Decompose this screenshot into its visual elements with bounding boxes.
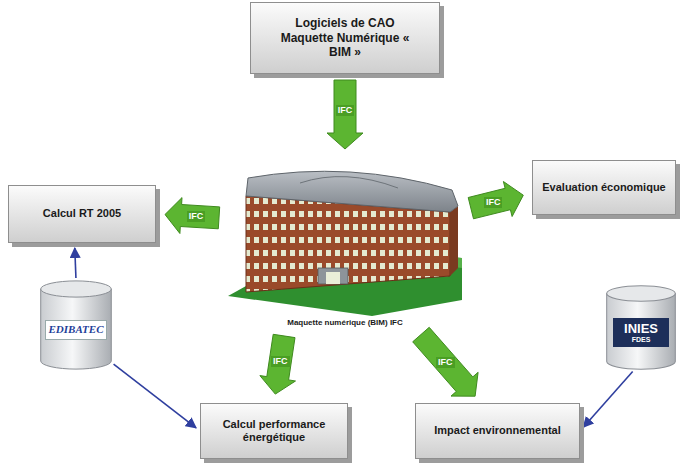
- database-cylinder: INIESFDES: [606, 285, 676, 370]
- source-box: Logiciels de CAO Maquette Numérique « BI…: [250, 2, 440, 74]
- process-box: Impact environnemental: [415, 403, 580, 459]
- ifc-block-arrow: [327, 80, 363, 149]
- entrance-door: [326, 272, 340, 284]
- building: [228, 171, 462, 316]
- arrow-label: IFC: [271, 356, 290, 367]
- box-title: Calcul performance énergétique: [208, 418, 340, 444]
- box-title: Impact environnemental: [430, 424, 565, 437]
- ifc-block-arrow: [468, 182, 523, 219]
- data-link-arrow: [114, 364, 196, 428]
- arrow-label: IFC: [336, 105, 355, 116]
- database-label: EDIBATEC: [45, 320, 106, 339]
- ifc-block-arrow: [413, 327, 478, 396]
- box-title: Calcul RT 2005: [39, 207, 125, 220]
- data-link-arrow: [75, 248, 76, 278]
- process-box: Calcul RT 2005: [8, 185, 156, 243]
- ifc-block-arrow: [165, 198, 220, 234]
- data-link-arrow: [583, 371, 632, 427]
- database-label: INIES: [613, 318, 669, 337]
- side-wall: [450, 206, 458, 276]
- process-box: Calcul performance énergétique: [200, 403, 348, 459]
- arrow-label: IFC: [484, 197, 503, 208]
- process-box: Evaluation économique: [532, 160, 676, 215]
- facade: [246, 196, 450, 292]
- model-node: Maquette numérique (BIM) IFC: [225, 158, 465, 330]
- model-caption: Maquette numérique (BIM) IFC: [287, 318, 403, 330]
- roof-line: [300, 177, 398, 188]
- database-sublabel: FDES: [613, 336, 669, 347]
- entrance: [318, 268, 348, 284]
- arrow-label: IFC: [187, 211, 206, 222]
- arrow-label: IFC: [436, 357, 455, 368]
- ifc-block-arrow: [260, 334, 296, 394]
- box-title: Evaluation économique: [538, 181, 669, 194]
- roof: [246, 171, 458, 212]
- box-title: Logiciels de CAO Maquette Numérique « BI…: [274, 16, 416, 59]
- database-cylinder: EDIBATEC: [40, 280, 112, 370]
